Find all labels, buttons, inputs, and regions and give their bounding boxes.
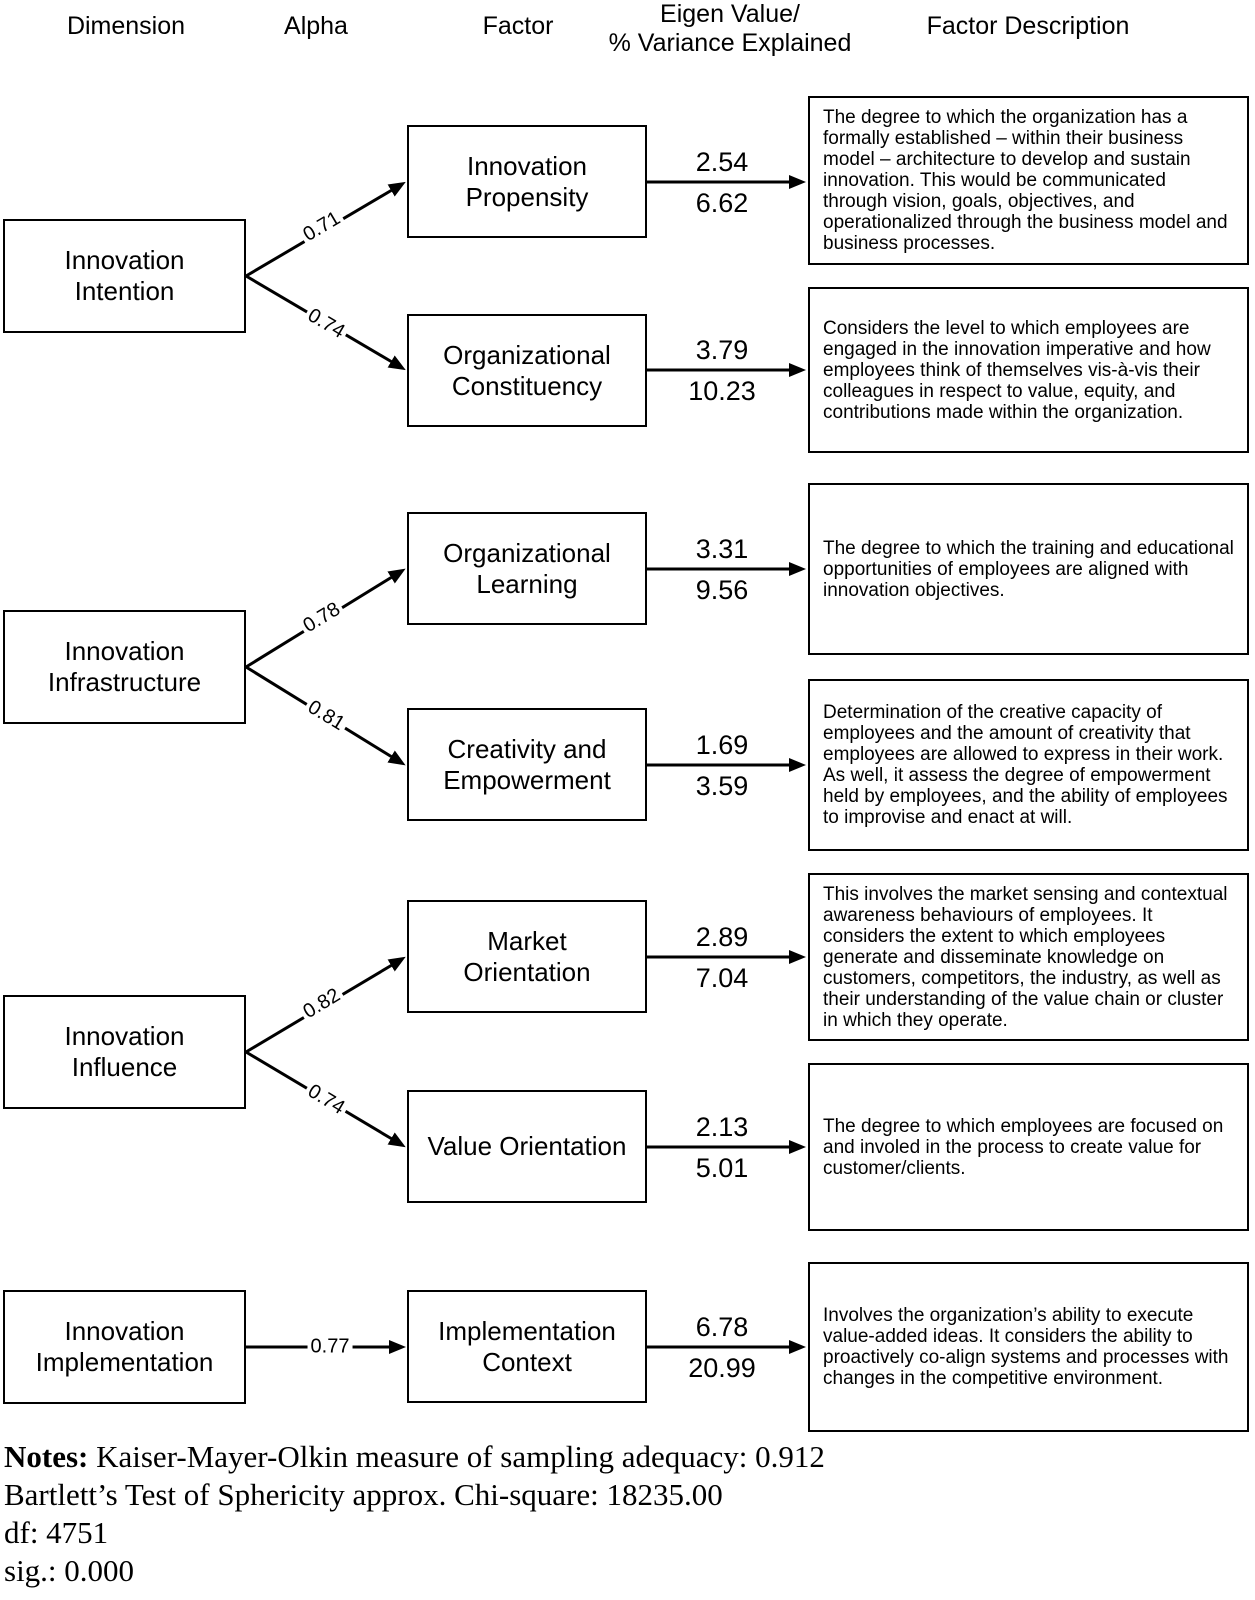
eigenvalue-header-line2: % Variance Explained xyxy=(608,29,852,57)
notes-label: Notes: xyxy=(4,1439,89,1474)
description-box-innovation-propensity: The degree to which the organization has… xyxy=(808,96,1249,265)
notes-line-kmo: Notes: Kaiser-Mayer-Olkin measure of sam… xyxy=(4,1438,1244,1476)
factor-box-value-orientation: Value Orientation xyxy=(407,1090,647,1203)
variance-explained: 6.62 xyxy=(695,188,749,218)
description-text: Involves the organization’s ability to e… xyxy=(823,1305,1229,1389)
description-box-market-orientation: This involves the market sensing and con… xyxy=(808,873,1249,1041)
description-box-creativity-and-empowerment: Determination of the creative capacity o… xyxy=(808,679,1249,851)
variance-explained: 10.23 xyxy=(688,376,756,406)
variance-explained: 3.59 xyxy=(695,771,749,801)
eigenvalue: 3.79 xyxy=(695,335,749,365)
column-header-dimension: Dimension xyxy=(66,12,186,40)
eigenvalue: 6.78 xyxy=(695,1312,749,1342)
description-text: The degree to which employees are focuse… xyxy=(823,1115,1224,1179)
column-header-eigenvalue: Eigen Value/ % Variance Explained xyxy=(609,0,852,58)
description-text: The degree to which the training and edu… xyxy=(823,537,1234,601)
description-box-implementation-context: Involves the organization’s ability to e… xyxy=(808,1262,1249,1432)
description-text: Determination of the creative capacity o… xyxy=(823,702,1228,828)
eigenvalue-header-line1: Eigen Value/ xyxy=(660,0,800,28)
notes-kmo-text: Kaiser-Mayer-Olkin measure of sampling a… xyxy=(96,1439,825,1474)
column-header-factor: Factor xyxy=(482,12,554,40)
variance-explained: 5.01 xyxy=(695,1153,749,1183)
description-text: The degree to which the organization has… xyxy=(823,107,1228,254)
factor-box-implementation-context: Implementation Context xyxy=(407,1290,647,1403)
dimension-box-innovation-influence: Innovation Influence xyxy=(3,995,246,1109)
eigenvalue: 1.69 xyxy=(695,730,749,760)
eigenvalue: 3.31 xyxy=(695,534,749,564)
description-box-organizational-constituency: Considers the level to which employees a… xyxy=(808,287,1249,453)
dimension-box-innovation-infrastructure: Innovation Infrastructure xyxy=(3,610,246,724)
factor-box-organizational-constituency: Organizational Constituency xyxy=(407,314,647,427)
dimension-box-innovation-implementation: Innovation Implementation xyxy=(3,1290,246,1404)
eigenvalue: 2.89 xyxy=(695,922,749,952)
factor-box-innovation-propensity: Innovation Propensity xyxy=(407,125,647,238)
variance-explained: 7.04 xyxy=(695,963,749,993)
eigenvalue: 2.54 xyxy=(695,147,749,177)
notes-line-bartlett: Bartlett’s Test of Sphericity approx. Ch… xyxy=(4,1477,723,1512)
notes-line-sig: sig.: 0.000 xyxy=(4,1553,135,1588)
description-text: This involves the market sensing and con… xyxy=(823,883,1228,1031)
eigenvalue: 2.13 xyxy=(695,1112,749,1142)
factor-box-creativity-and-empowerment: Creativity and Empowerment xyxy=(407,708,647,821)
variance-explained: 9.56 xyxy=(695,575,749,605)
notes: Notes: Kaiser-Mayer-Olkin measure of sam… xyxy=(4,1438,1244,1590)
description-text: Considers the level to which employees a… xyxy=(823,317,1211,423)
dimension-box-innovation-intention: Innovation Intention xyxy=(3,219,246,333)
column-header-description: Factor Description xyxy=(926,12,1130,40)
description-box-value-orientation: The degree to which employees are focuse… xyxy=(808,1063,1249,1231)
notes-line-df: df: 4751 xyxy=(4,1515,109,1550)
factor-box-organizational-learning: Organizational Learning xyxy=(407,512,647,625)
factor-box-market-orientation: Market Orientation xyxy=(407,900,647,1013)
variance-explained: 20.99 xyxy=(688,1353,756,1383)
description-box-organizational-learning: The degree to which the training and edu… xyxy=(808,483,1249,655)
alpha-label: 0.77 xyxy=(307,1335,353,1359)
column-header-alpha: Alpha xyxy=(284,12,348,40)
